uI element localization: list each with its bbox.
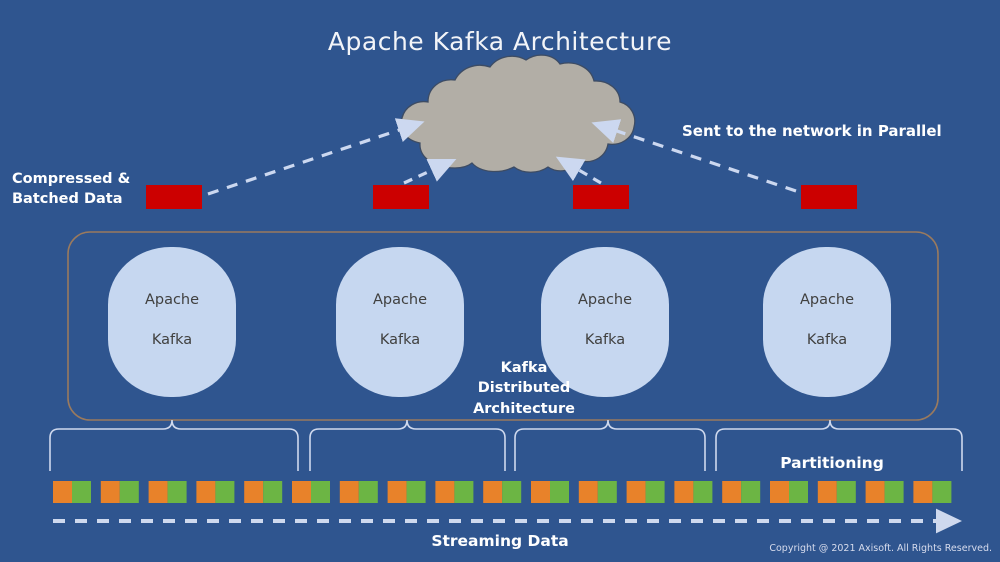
compressed-batch-group <box>146 185 857 209</box>
partition-block-17-right <box>836 481 856 503</box>
partition-block-3-right <box>167 481 187 503</box>
partition-block-5-right <box>263 481 283 503</box>
partition-block-19-right <box>932 481 952 503</box>
partition-block-9-right <box>454 481 474 503</box>
partition-block-13-left <box>626 481 646 503</box>
partition-block-12-left <box>578 481 598 503</box>
kafka-node-1 <box>108 247 236 397</box>
partition-block-3-left <box>148 481 168 503</box>
sent-to-network-in-parallel-label: Sent to the network in Parallel <box>682 122 942 140</box>
partition-block-5-left <box>244 481 264 503</box>
partitioning-label: Partitioning <box>780 454 884 472</box>
node-line-2: Kafka <box>151 332 193 348</box>
partition-block-13-right <box>645 481 665 503</box>
partition-block-8-left <box>387 481 407 503</box>
kafka-node-group <box>108 247 891 397</box>
partition-block-8-right <box>406 481 426 503</box>
partition-brace-1 <box>49 419 299 471</box>
kafka-cluster-container <box>67 231 939 421</box>
page-title: Apache Kafka Architecture <box>327 27 673 56</box>
partition-block-7-right <box>358 481 378 503</box>
partition-block-6-left <box>292 481 311 503</box>
compressed-batched-data-label: Compressed & Batched Data <box>12 171 131 207</box>
node-line-2: Kafka <box>806 332 848 348</box>
partition-block-11-left <box>531 481 550 503</box>
partition-block-1-right <box>72 481 91 503</box>
node-line-1: Apache <box>577 292 633 308</box>
partition-block-17-left <box>817 481 837 503</box>
partition-block-18-right <box>884 481 904 503</box>
partition-brace-4 <box>715 419 963 471</box>
batch-to-cloud-arrow-3 <box>555 156 602 185</box>
network-cloud <box>400 54 636 173</box>
partition-brace-group <box>49 419 963 471</box>
partition-block-7-left <box>339 481 359 503</box>
partition-block-2-right <box>119 481 139 503</box>
partition-block-9-left <box>435 481 455 503</box>
batch-to-cloud-arrow-1 <box>207 118 425 196</box>
partition-block-1-left <box>53 481 72 503</box>
partition-block-15-left <box>722 481 742 503</box>
partition-block-4-right <box>215 481 235 503</box>
node-line-1: Apache <box>144 292 200 308</box>
partition-block-6-right <box>311 481 330 503</box>
node-line-1: Apache <box>372 292 428 308</box>
compressed-batch-4 <box>801 185 857 209</box>
partition-block-2-left <box>100 481 120 503</box>
kafka-node-4 <box>763 247 891 397</box>
node-line-1: Apache <box>799 292 855 308</box>
kafka-node-3 <box>541 247 669 397</box>
partition-block-4-left <box>196 481 216 503</box>
partition-block-19-left <box>913 481 933 503</box>
compressed-batch-2 <box>373 185 429 209</box>
copyright-notice: Copyright @ 2021 Axisoft. All Rights Res… <box>769 543 992 554</box>
partition-block-14-right <box>693 481 713 503</box>
partition-block-10-left <box>483 481 503 503</box>
partition-blocks <box>53 481 952 503</box>
streaming-data-label: Streaming Data <box>431 532 569 550</box>
node-line-2: Kafka <box>584 332 626 348</box>
node-line-2: Kafka <box>379 332 421 348</box>
partition-block-10-right <box>502 481 522 503</box>
partition-block-16-left <box>770 481 789 503</box>
partition-block-18-left <box>865 481 885 503</box>
partition-brace-2 <box>309 419 506 471</box>
flow-arrows-group <box>207 118 797 196</box>
partition-brace-3 <box>514 419 706 471</box>
partition-block-11-right <box>550 481 569 503</box>
partition-block-16-right <box>789 481 808 503</box>
batch-to-cloud-arrow-2 <box>403 158 457 185</box>
compressed-batch-3 <box>573 185 629 209</box>
partition-block-12-right <box>597 481 617 503</box>
partition-block-14-left <box>674 481 694 503</box>
compressed-batch-1 <box>146 185 202 209</box>
kafka-node-2 <box>336 247 464 397</box>
partition-block-15-right <box>741 481 761 503</box>
batch-to-cloud-arrow-4 <box>591 119 797 193</box>
kafka-distributed-architecture-label: Kafka Distributed Architecture <box>473 360 575 417</box>
